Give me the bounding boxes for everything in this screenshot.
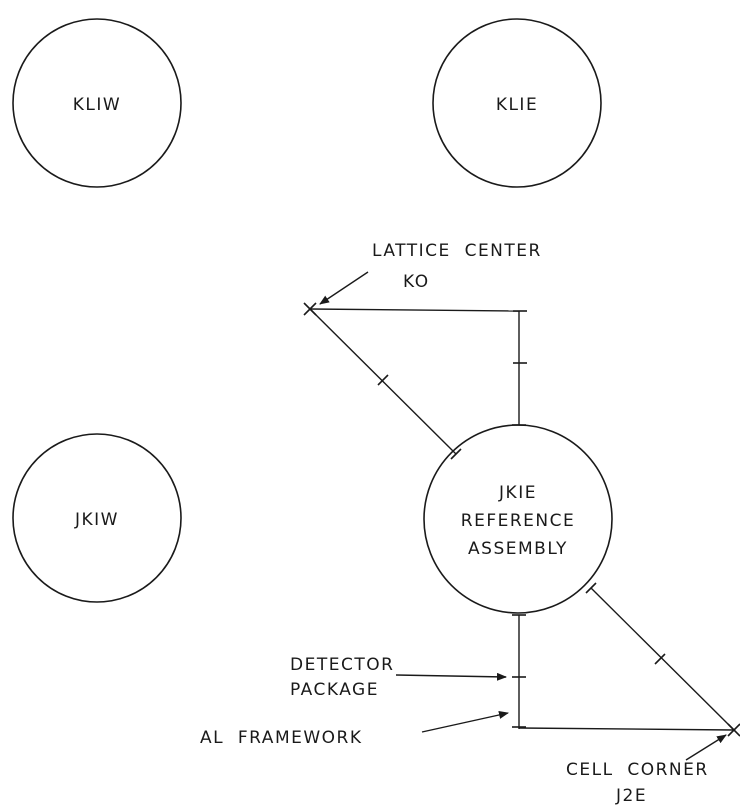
kl1w-circle (12, 18, 182, 188)
kl1e-circle (432, 18, 602, 188)
cell-horizontal-line (518, 727, 735, 731)
kl1e-label: KLIE (496, 95, 538, 115)
detector-package-arrow (395, 672, 507, 681)
lattice-diagonal-end-tick (450, 448, 462, 460)
lattice-diagonal-mid-tick (377, 374, 389, 386)
cell-diagonal-start-tick (585, 582, 597, 594)
jk1w-label: JKIW (74, 510, 119, 530)
lattice-center-arrow (319, 271, 369, 305)
lattice-diagonal-line (309, 308, 457, 455)
kl1w-label: KLIW (73, 95, 121, 115)
jk1e-label-line1: JKIE (498, 483, 537, 503)
jk1w-circle (12, 433, 182, 603)
package-label: PACKAGE (290, 680, 379, 700)
al-framework-arrow (421, 711, 509, 733)
jk1e-label-line2: REFERENCE (461, 511, 575, 531)
lattice-horizontal-line (309, 308, 520, 312)
jk1e-label-line3: ASSEMBLY (468, 539, 568, 559)
cell-diagonal-mid-tick (654, 653, 666, 665)
al-framework-label: AL FRAMEWORK (200, 728, 363, 748)
cell-corner-arrow (685, 734, 727, 761)
detector-label: DETECTOR (290, 655, 394, 675)
cell-corner-label: CELL CORNER (566, 760, 709, 780)
lattice-center-label: LATTICE CENTER (372, 241, 542, 261)
cell-corner-mark (727, 723, 740, 737)
ko-label: KO (403, 272, 430, 292)
cell-diagonal-line (590, 587, 735, 731)
j2e-label: J2E (615, 786, 647, 806)
